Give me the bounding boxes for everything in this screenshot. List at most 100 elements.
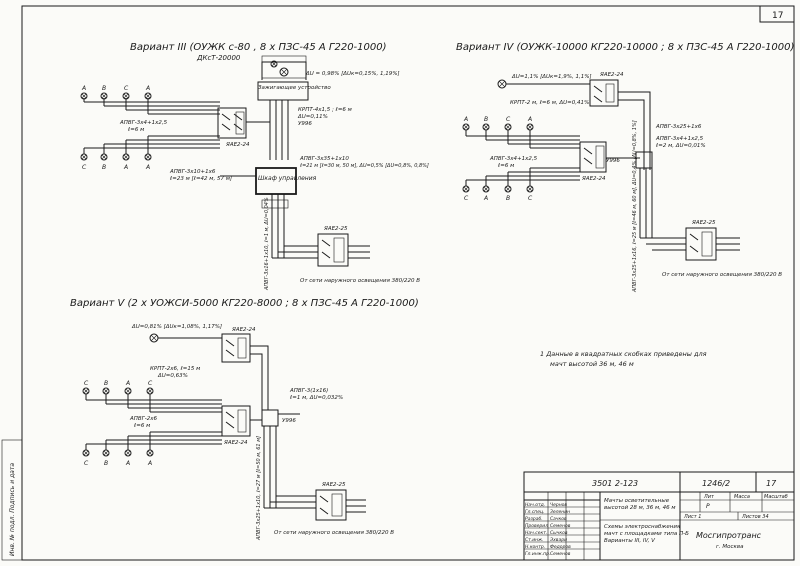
variant-3-main-cable-length: ℓ=21 м [ℓ=30 м, 50 м], ΔU=0,5% [ΔU=0,8%,… xyxy=(299,163,429,169)
lamp-icon xyxy=(80,92,88,100)
variant-5-lamp-row-bottom: С В А А xyxy=(82,431,222,467)
title-block: 3501 2-123 1246/2 17 Мачты осветительные… xyxy=(523,471,795,561)
variant-5-box-label-1: ЯАЕ2-24 xyxy=(231,327,256,333)
variant-4-vertical-cable: АПВГ-3x25+1x16, ℓ=25 м [ℓ=46 м, 60 м], Δ… xyxy=(632,120,638,293)
phase-label: В xyxy=(104,460,108,467)
lamp-icon xyxy=(124,449,132,457)
lamp-icon xyxy=(462,123,470,131)
signer-name: Федоров xyxy=(550,544,571,550)
sheet-code: 1246/2 xyxy=(702,479,730,488)
variant-5-voltage-drop-top: ΔU=0,81% [ΔUк=1,08%, 1,17%] xyxy=(131,324,222,330)
signature-table: Нач.отд. Гл.спец. Разраб. Проверил Нач.с… xyxy=(525,502,571,557)
variant-4-network-label: От сети наружного освещения 380/220 В xyxy=(662,272,782,278)
phase-label: В xyxy=(104,380,108,387)
phase-label: А xyxy=(123,164,128,171)
lamp-icon xyxy=(482,123,490,131)
variant-4-u996: У996 xyxy=(606,158,620,164)
sheet-frame xyxy=(21,5,795,561)
variant-5-box-label-2: ЯАЕ2-24 xyxy=(223,440,248,446)
signer-name: Чернов xyxy=(550,502,567,508)
lamp-icon xyxy=(497,79,507,89)
lamp-icon xyxy=(144,92,152,100)
variant-3-krpt-cable: КРПТ-4x1,5 ; ℓ=6 м xyxy=(298,107,352,113)
variant-4-lamp-row-bottom: С А В С xyxy=(462,167,580,202)
organization: Мосгипротранс xyxy=(696,531,762,540)
phase-label: А xyxy=(483,195,488,202)
lamp-icon xyxy=(102,449,110,457)
variant-5-down-trunk xyxy=(263,426,277,508)
variant-4-box-label-3: ЯАЕ2-25 xyxy=(691,220,716,226)
variant-5-incoming-lines xyxy=(264,495,316,509)
variant-4-box-yae2-24-top xyxy=(589,79,619,107)
variant-5-u996: У996 xyxy=(282,418,296,424)
variant-3-control-cabinet xyxy=(255,167,297,195)
variant-3-box-yae2-24 xyxy=(217,107,247,139)
variant-4-scheme: Вариант IV (ОУЖК-10000 КГ220-10000 ; 8 x… xyxy=(456,42,794,293)
phase-label: А xyxy=(125,460,130,467)
variant-4-lamp-row-top: А В С А xyxy=(462,116,580,149)
side-strip xyxy=(1,439,23,561)
lamp-icon xyxy=(146,387,154,395)
variant-3-lamp-row-top: А В С А xyxy=(80,85,220,115)
variant-3-vertical-cable: АПВГ-3x16+1x10, ℓ=1 м, ΔU=0,04% xyxy=(264,197,270,291)
variant-4-voltage-drop-top: ΔU=1,1% [ΔUк=1,9%, 1,1%] xyxy=(511,74,592,80)
title-line-a: Мачты осветительные xyxy=(604,498,670,504)
lamp-icon xyxy=(482,185,490,193)
variant-3-ignition-device xyxy=(257,55,309,101)
signer-name: Зеленин xyxy=(550,509,570,515)
variant-5-lamp-cable-length: ℓ=6 м xyxy=(133,423,150,429)
variant-3-lamp-cable: АПВГ-3x4+1x2,5 xyxy=(119,120,168,126)
lamp-icon xyxy=(149,333,159,343)
variant-5-box-yae2-24-top xyxy=(221,333,251,363)
variant-5-title: Вариант V (2 x УОЖСИ-5000 КГ220-8000 ; 8… xyxy=(70,298,419,309)
phase-label: А xyxy=(463,116,468,123)
phase-label: С xyxy=(528,195,533,202)
variant-3-box-label: ЯАЕ2-24 xyxy=(225,142,250,148)
variant-3-lamp-cable-length: ℓ=6 м xyxy=(127,127,144,133)
variant-3-network-label: От сети наружного освещения 380/220 В xyxy=(300,278,420,284)
variant-5-network-label: От сети наружного освещения 380/220 В xyxy=(274,530,394,536)
lamp-icon xyxy=(504,185,512,193)
lamp-icon xyxy=(144,153,152,161)
lamp-icon xyxy=(146,449,154,457)
variant-4-down-trunk xyxy=(639,168,653,238)
sheets-header: Листов 34 xyxy=(741,514,769,520)
variant-3-krpt-drop: ΔU=0,11% xyxy=(297,114,328,120)
sheet-number: 17 xyxy=(766,479,777,488)
variant-3-lamp-row-bottom: С В А А xyxy=(80,135,220,171)
variant-5-vertical-cable: АПВГ-3x25+1x10, ℓ=27 м [ℓ=50 м, 61 м] xyxy=(256,436,262,541)
title-line-c: Схемы электроснабжения xyxy=(604,524,681,530)
phase-label: А xyxy=(147,460,152,467)
variant-3-bottom-feeders xyxy=(84,135,220,149)
variant-5-network-stubs xyxy=(346,499,366,513)
signer-name: Эхвари xyxy=(549,537,567,543)
variant-4-incoming-lines xyxy=(640,237,686,251)
phase-label: С xyxy=(464,195,469,202)
stage-header: Лит xyxy=(703,494,715,500)
variant-3-network-stubs xyxy=(348,245,370,259)
variant-5-lamp-row-top: С В А С xyxy=(82,380,222,413)
variant-3-top-feeders xyxy=(84,101,220,115)
role-label: Ст.инж. xyxy=(525,537,544,543)
role-label: Гл.спец. xyxy=(525,509,545,515)
phase-label: В xyxy=(506,195,510,202)
variant-3-incoming-lines xyxy=(272,245,318,259)
variant-4-right-cable-b-length: ℓ=2 м, ΔU=0,01% xyxy=(655,143,706,149)
variant-3-ignition-label: Зажигающее устройство xyxy=(258,85,331,91)
lamp-icon xyxy=(82,449,90,457)
variant-3-mid-cable: АПВГ-3x10+1x6 xyxy=(169,169,216,175)
role-label: Проверил xyxy=(525,523,548,529)
role-label: Гл.инж.пр. xyxy=(525,551,550,557)
phase-label: А xyxy=(527,116,532,123)
phase-label: А xyxy=(81,85,86,92)
signer-name: Семенов xyxy=(550,551,571,557)
phase-label: С xyxy=(124,85,129,92)
organization-city: г. Москва xyxy=(716,544,744,550)
sheet-header: Лист 1 xyxy=(683,514,701,520)
variant-4-lamp-cable: АПВГ-3x4+1x2,5 xyxy=(489,156,538,162)
lamp-icon xyxy=(279,67,289,77)
title-line-e: Варианты III, IV, V xyxy=(604,538,656,544)
variant-3-subtitle: ДКсТ-20000 xyxy=(196,54,241,62)
variant-5-junction xyxy=(261,409,279,427)
lamp-icon xyxy=(504,123,512,131)
